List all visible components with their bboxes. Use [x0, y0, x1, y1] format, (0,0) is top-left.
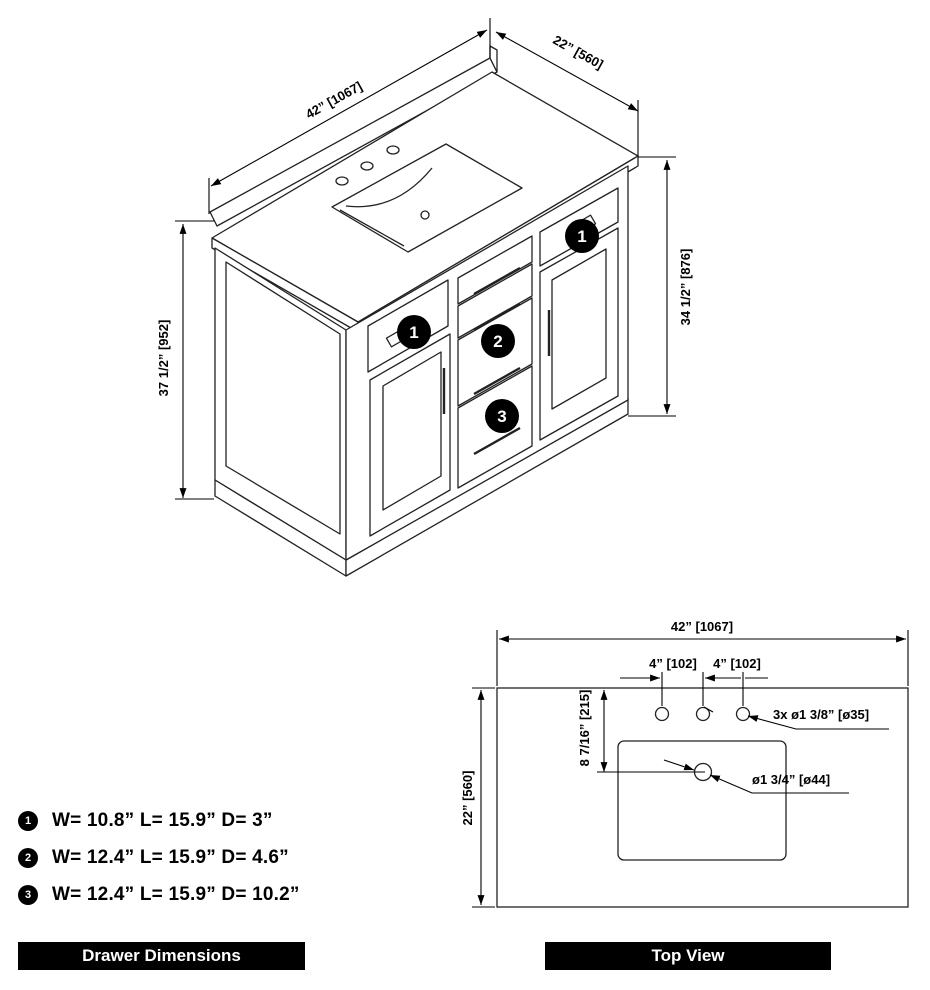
- iso-depth-label: 22” [560]: [551, 32, 606, 72]
- drawer-number-badge: 1: [18, 811, 38, 831]
- drawer-spec-text: W= 12.4” L= 15.9” D= 10.2”: [52, 884, 300, 905]
- callout-badge: 1: [565, 219, 599, 253]
- top-width-label: 42” [1067]: [671, 619, 733, 634]
- iso-total-height-label: 37 1/2” [952]: [156, 320, 171, 397]
- iso-cabinet-height-label: 34 1/2” [876]: [678, 249, 693, 326]
- basin-outline: [617, 740, 787, 861]
- cabinet-front: [345, 165, 629, 561]
- iso-dimensions: [175, 18, 676, 500]
- svg-text:2: 2: [493, 332, 502, 351]
- drawer-spec-text: W= 12.4” L= 15.9” D= 4.6”: [52, 847, 289, 868]
- faucet-hole: [735, 706, 751, 722]
- svg-text:3: 3: [497, 407, 506, 426]
- drawer-spec-2: 2 W= 12.4” L= 15.9” D= 4.6”: [18, 845, 289, 871]
- callout-badge: 1: [397, 315, 431, 349]
- svg-text:1: 1: [577, 227, 586, 246]
- top-depth-label: 22” [560]: [460, 771, 475, 826]
- top-view-label: Top View: [545, 942, 831, 970]
- hole-spacing-right-label: 4” [102]: [713, 656, 761, 671]
- faucet-holes-label: 3x ø1 3/8” [ø35]: [773, 707, 869, 722]
- drawer-spec-text: W= 10.8” L= 15.9” D= 3”: [52, 810, 273, 831]
- drawer-dimensions-label: Drawer Dimensions: [18, 942, 305, 970]
- drain-label: ø1 3/4” [ø44]: [752, 772, 830, 787]
- drawer-spec-3: 3 W= 12.4” L= 15.9” D= 10.2”: [18, 882, 300, 908]
- faucet-hole: [654, 706, 670, 722]
- iso-width-label: 42” [1067]: [303, 78, 365, 121]
- drawer-number-badge: 3: [18, 885, 38, 905]
- setback-label: 8 7/16” [215]: [577, 690, 592, 767]
- svg-text:1: 1: [409, 323, 418, 342]
- callout-badge: 3: [485, 399, 519, 433]
- drawer-spec-1: 1 W= 10.8” L= 15.9” D= 3”: [18, 808, 273, 834]
- drawer-number-badge: 2: [18, 848, 38, 868]
- faucet-hole: [695, 706, 711, 722]
- callout-badge: 2: [481, 324, 515, 358]
- iso-vanity: [209, 45, 639, 577]
- top-view-dimensions: [472, 630, 909, 908]
- hole-spacing-left-label: 4” [102]: [649, 656, 697, 671]
